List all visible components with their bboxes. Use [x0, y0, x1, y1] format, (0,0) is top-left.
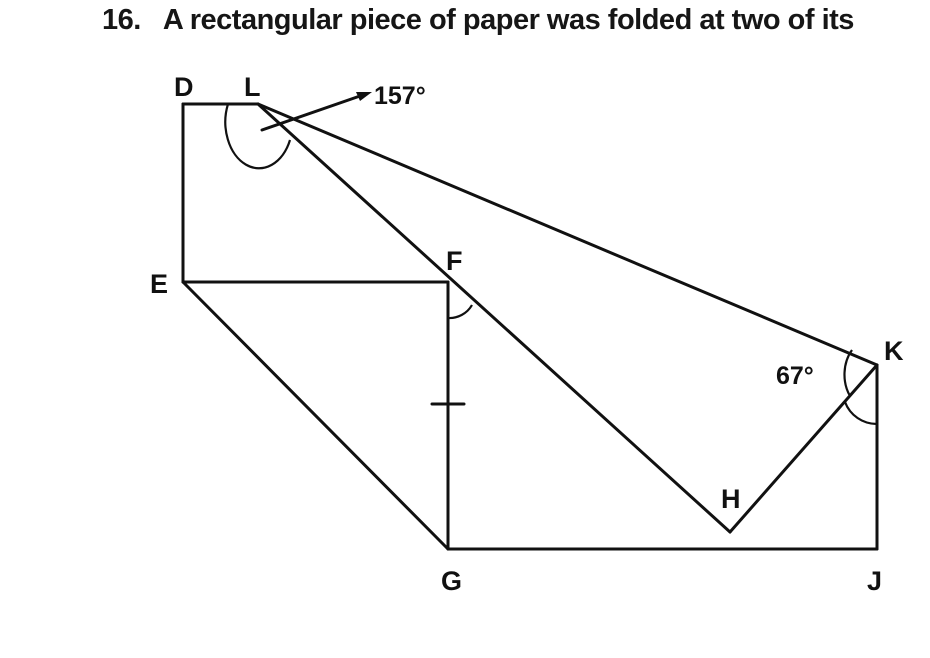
angle-arrow-head: [356, 92, 372, 101]
point-label-J: J: [867, 566, 882, 596]
question-number: 16.: [102, 4, 141, 36]
question-line: 16. A rectangular piece of paper was fold…: [102, 4, 854, 37]
angle-arc-F: [447, 304, 473, 320]
question-text: A rectangular piece of paper was folded …: [162, 4, 855, 36]
edge-EG: [181, 280, 450, 551]
point-label-H: H: [721, 484, 741, 514]
edge-LH: [256, 102, 732, 534]
point-label-E: E: [150, 269, 168, 299]
angle-label-L: 157°: [374, 82, 426, 110]
angle-arrow-line: [260, 94, 362, 132]
edge-LK: [256, 102, 879, 367]
point-label-K: K: [884, 336, 904, 366]
point-label-F: F: [446, 246, 463, 276]
edge-HK: [728, 363, 879, 534]
angle-arc-K-lower: [843, 401, 878, 426]
angle-arc-L: [224, 103, 292, 170]
point-label-L: L: [244, 72, 261, 102]
point-label-G: G: [441, 566, 462, 596]
angle-arc-K-upper: [843, 349, 853, 397]
angle-label-K: 67°: [776, 362, 814, 390]
point-label-D: D: [174, 72, 194, 102]
